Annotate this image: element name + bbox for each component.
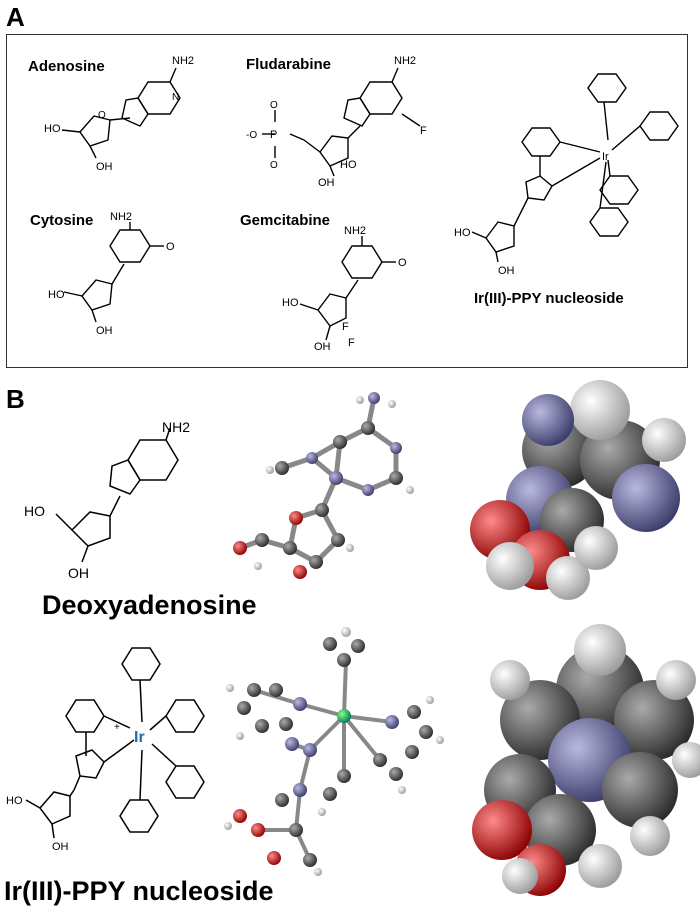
deoxyadenosine-atoms-b	[233, 392, 414, 579]
cytosine-structure	[63, 222, 164, 323]
fludarabine-structure	[262, 67, 421, 177]
deoxyadenosine-oh: OH	[68, 565, 89, 581]
fludarabine-o2: O	[270, 160, 278, 171]
fludarabine-oh: OH	[318, 177, 335, 189]
panel-a-label: A	[6, 2, 25, 32]
label-fludarabine: Fludarabine	[246, 56, 332, 73]
label-deoxyadenosine: Deoxyadenosine	[42, 590, 257, 620]
panel-a-frame	[6, 34, 688, 368]
gemcitabine-ho: HO	[282, 297, 299, 309]
deoxyadenosine-space-fill	[470, 380, 686, 600]
cytosine-ho: HO	[48, 289, 65, 301]
panel-b-label: B	[6, 384, 25, 414]
deoxyadenosine-ho: HO	[24, 503, 45, 519]
ir-ppy-b-oh: OH	[52, 841, 69, 853]
deoxyadenosine-2d	[55, 427, 179, 563]
gemcitabine-o: O	[398, 257, 407, 269]
label-cytosine: Cytosine	[30, 212, 94, 229]
ir-ppy-b-ho: HO	[6, 795, 23, 807]
cytosine-o: O	[166, 241, 175, 253]
gemcitabine-nh2: NH2	[344, 225, 366, 237]
adenosine-nh2: NH2	[172, 55, 194, 67]
ir-ppy-2d	[25, 647, 205, 839]
deoxyadenosine-nh2: NH2	[162, 419, 190, 435]
ir-ppy-a-ho: HO	[454, 227, 471, 239]
fludarabine-ominus: -O	[246, 130, 257, 141]
adenosine-oh: OH	[96, 161, 113, 173]
label-adenosine: Adenosine	[28, 58, 105, 75]
ir-ppy-a-ir: Ir	[602, 151, 609, 163]
cytosine-oh: OH	[96, 325, 113, 337]
ir-ppy-b-ir: Ir	[134, 729, 145, 746]
adenosine-ho: HO	[44, 123, 61, 135]
gemcitabine-f2: F	[348, 337, 355, 349]
fludarabine-ho: HO	[340, 159, 357, 171]
gemcitabine-f1: F	[342, 321, 349, 333]
ir-ppy-structure-a	[471, 73, 679, 263]
fludarabine-nh2: NH2	[394, 55, 416, 67]
fludarabine-o1: O	[270, 100, 278, 111]
ir-ppy-b-plus: +	[114, 722, 120, 733]
label-ir-ppy-b: Ir(III)-PPY nucleoside	[4, 876, 274, 906]
gemcitabine-structure	[299, 236, 396, 341]
adenosine-n: N	[172, 92, 179, 103]
ir-ppy-atoms-b	[224, 627, 444, 876]
fludarabine-f: F	[420, 125, 427, 137]
gemcitabine-oh: OH	[314, 341, 331, 353]
ir-ppy-space-fill	[472, 624, 700, 896]
adenosine-structure	[61, 67, 181, 159]
label-gemcitabine: Gemcitabine	[240, 212, 331, 229]
ir-ppy-a-oh: OH	[498, 265, 515, 277]
label-ir-ppy-a: Ir(III)-PPY nucleoside	[474, 290, 624, 307]
cytosine-nh2: NH2	[110, 211, 132, 223]
adenosine-o: O	[98, 110, 106, 121]
fludarabine-p: P	[270, 129, 277, 141]
